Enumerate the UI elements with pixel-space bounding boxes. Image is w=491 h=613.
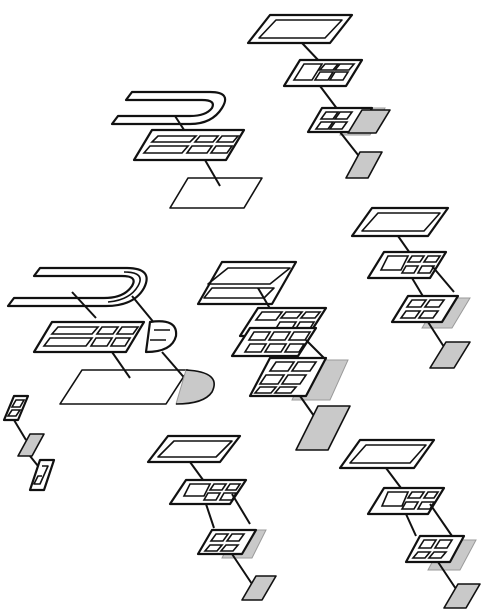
connector-wire [206, 504, 214, 528]
connector-wire [14, 420, 26, 440]
grid-plate [368, 252, 446, 278]
middle-left-stack [8, 268, 214, 404]
connector-wire [112, 352, 130, 378]
small-shaded-tile [18, 434, 44, 456]
connector-wire [205, 160, 220, 186]
grid-plate [368, 488, 444, 514]
bottom-plate [296, 406, 350, 450]
connector-wire [432, 266, 454, 292]
top-right-stack [248, 15, 390, 178]
connector-wire [406, 514, 416, 536]
upper-left-stack [112, 92, 262, 208]
small-left-chain [4, 396, 54, 490]
bottom-small-plate [242, 576, 276, 600]
top-plate [198, 262, 296, 304]
grid-plate-shaded [392, 296, 470, 328]
bottom-small-plate [346, 152, 382, 178]
bottom-plate [60, 370, 214, 404]
bottom-small-plate [444, 584, 480, 608]
grid-plate [34, 321, 176, 352]
connector-wire [320, 86, 338, 110]
connector-wire [430, 504, 452, 536]
top-plate [148, 436, 240, 462]
rounded-bar [112, 92, 225, 124]
small-hook-tile [30, 460, 54, 490]
right-middle-stack [352, 208, 470, 368]
connector-wire [30, 456, 38, 466]
grid-plate [134, 130, 244, 160]
small-grid-tile [4, 396, 28, 420]
center-stack [198, 262, 350, 450]
top-plate [352, 208, 448, 236]
top-plate [340, 440, 434, 468]
bottom-small-plate [430, 342, 470, 368]
bottom-center-stack [148, 436, 276, 600]
grid-plate-shaded [308, 108, 390, 135]
connector-wire [232, 494, 250, 524]
long-rounded-bar [8, 268, 147, 306]
grid-plate [170, 480, 246, 504]
grid-plate-shaded [198, 530, 266, 558]
bottom-right-stack [340, 440, 480, 608]
top-plate [248, 15, 352, 43]
grid-plate-shaded [250, 358, 348, 400]
grid-plate [284, 60, 362, 86]
bottom-plate [170, 178, 262, 208]
